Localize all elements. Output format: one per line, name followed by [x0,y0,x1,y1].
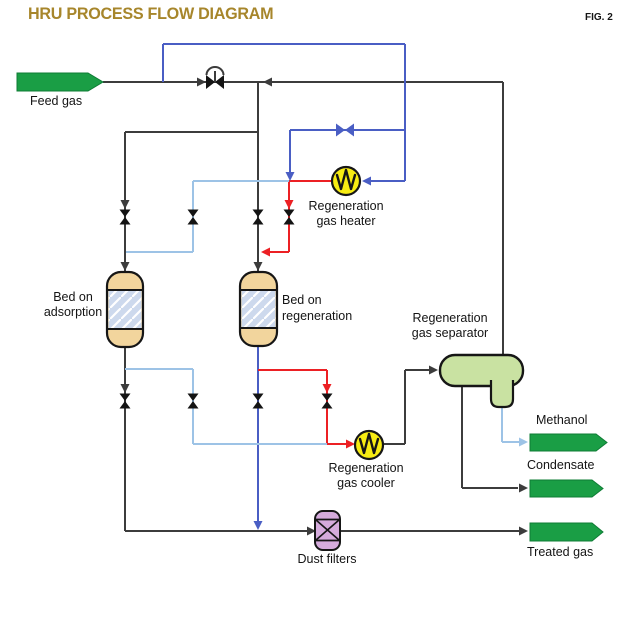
heater-inlet-arrow [362,176,371,186]
heater-bypass-valve [336,123,354,137]
valve-regen-bed-outlet [252,393,264,409]
bed-regeneration-label-line2: regeneration [282,309,353,323]
adsorption-bed-outlet-line [124,347,308,532]
regen-heater-label: Regeneration gas heater [284,199,408,229]
valve-adsorption-outlet [119,393,131,409]
regen-bed-to-treated-arrow [253,521,263,530]
methanol-arrow [529,433,608,452]
page-title: HRU PROCESS FLOW DIAGRAM [28,4,274,23]
valve-standby-regen-inlet [187,209,199,225]
regen-bed-top-arrow [253,262,263,271]
regen-separator-label-line1: Regeneration [412,311,488,325]
adsorption-outlet-arrow [120,384,130,393]
regen-cooler-label-line2: gas cooler [337,476,395,490]
bed-adsorption-label-line1: Bed on [53,290,93,304]
treated-gas-arrow [529,522,604,542]
methanol-line [501,407,520,443]
bed-adsorption-label-line2: adsorption [43,305,103,319]
condensate-line [461,386,518,489]
regen-heater-label-line1: Regeneration [308,199,384,213]
valve-standby-regen-return [187,393,199,409]
regen-separator-label-line2: gas separator [411,326,489,340]
condensate-label: Condensate [527,458,595,472]
regen-cooler-label: Regeneration gas cooler [304,461,428,491]
regen-cooler-label-line1: Regeneration [328,461,404,475]
feed-flow-arrow [197,77,206,87]
methanol-arrowhead [519,437,528,447]
regen-gas-supply-line [162,43,406,182]
feed-gas-arrow [16,72,104,92]
treated-gas-label: Treated gas [527,545,594,559]
condensate-arrow [529,479,604,498]
regeneration-bed-vessel [238,270,279,348]
feed-gas-label: Feed gas [30,94,83,108]
adsorption-inlet-arrow [120,200,130,209]
regeneration-gas-separator-vessel [438,353,525,409]
separator-boot [489,380,515,409]
flow-arrows [120,77,528,536]
cooler-inlet-arrow [346,439,355,449]
figure-label: FIG. 2 [585,12,613,23]
heater-bypass-line [289,129,405,172]
control-valve [205,66,225,89]
regen-return-down-arrow [322,384,332,393]
feed-gas-line [103,81,504,356]
valve-hot-regen-inlet [283,209,295,225]
bed-adsorption-label: Bed on adsorption [38,290,108,320]
regeneration-gas-heater-icon [330,165,362,197]
adsorption-bed-vessel [105,270,145,349]
bed-regeneration-label: Bed on regeneration [282,292,352,324]
regen-separator-label: Regeneration gas separator [388,311,512,341]
standby-regen-return-line [125,368,327,445]
dust-filters-label: Dust filters [297,552,357,566]
block-valves [119,209,333,409]
hot-gas-down-arrow [284,200,294,209]
regen-gas-to-cooler-line [258,369,346,445]
adsorption-top-arrow [120,262,130,271]
recycle-flow-arrow [263,77,272,87]
standby-regen-inlet-line [126,180,289,253]
regen-heater-label-line2: gas heater [316,214,376,228]
bed-regeneration-label-line1: Bed on [282,293,322,307]
filter-inlet-arrow [307,526,316,536]
dust-filter-icon [314,510,341,551]
bypass-down-arrow [285,172,295,181]
regeneration-gas-cooler-icon [353,429,385,461]
valve-regen-bed-feed [252,209,264,225]
cooler-to-separator-line [383,369,430,445]
separator-inlet-arrow [429,365,438,375]
valve-regen-return [321,393,333,409]
treated-gas-arrowhead [519,526,528,536]
condensate-arrowhead [519,483,528,493]
valve-adsorption-inlet [119,209,131,225]
hot-gas-join-arrow [261,247,270,257]
methanol-label: Methanol [536,413,588,427]
